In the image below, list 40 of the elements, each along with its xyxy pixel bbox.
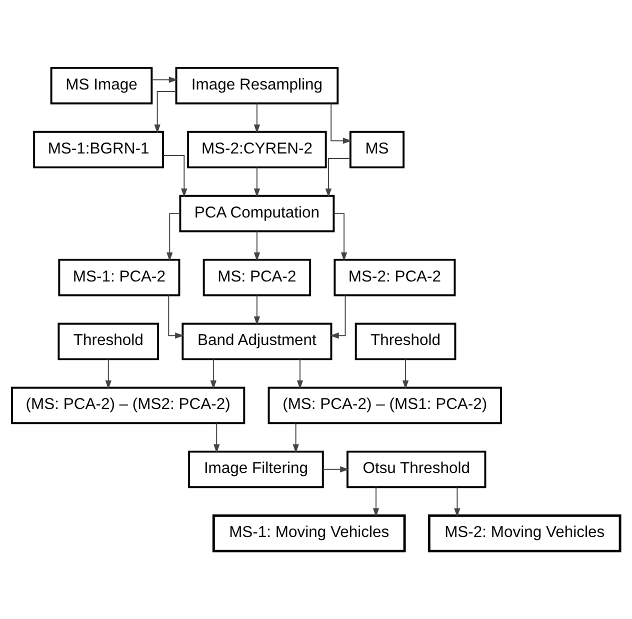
node-box: MS-2: Moving Vehicles <box>428 514 622 552</box>
node-box: MS-1: Moving Vehicles <box>212 514 406 552</box>
node-box: Image Resampling <box>175 66 339 104</box>
arrow <box>296 358 304 390</box>
node-box: MS Image <box>50 66 153 104</box>
arrow <box>292 422 299 454</box>
node-box: MS-2:CYREN-2 <box>187 130 327 168</box>
arrow <box>254 230 260 262</box>
arrow <box>162 155 188 198</box>
node-box: MS <box>349 130 405 168</box>
arrow <box>325 158 351 198</box>
node-box: Image Filtering <box>188 450 324 488</box>
arrow <box>154 91 177 134</box>
arrow <box>214 422 220 454</box>
node-box: Threshold <box>58 322 160 360</box>
arrow <box>330 102 352 144</box>
arrow <box>330 294 346 339</box>
arrow <box>168 294 184 339</box>
arrow <box>333 213 348 262</box>
node-box: MS-2: PCA-2 <box>334 258 456 296</box>
node-box: MS: PCA-2 <box>202 258 312 296</box>
arrow <box>151 76 178 83</box>
node-box: MS-1: PCA-2 <box>58 258 180 296</box>
arrow <box>210 358 217 390</box>
node-box: Band Adjustment <box>182 322 332 360</box>
node-box: Otsu Threshold <box>346 450 486 488</box>
node-box: (MS: PCA-2) – (MS2: PCA-2) <box>10 386 246 424</box>
arrow <box>254 166 260 198</box>
arrow <box>402 358 409 390</box>
arrow <box>254 294 260 326</box>
arrow <box>166 213 180 262</box>
node-box: Threshold <box>354 322 456 360</box>
node-box: PCA Computation <box>179 194 335 232</box>
arrow <box>322 466 349 472</box>
arrow <box>372 486 380 518</box>
arrow <box>454 486 460 518</box>
node-box: MS-1:BGRN-1 <box>33 130 164 168</box>
arrow <box>254 102 260 134</box>
arrow <box>105 358 112 390</box>
node-box: (MS: PCA-2) – (MS1: PCA-2) <box>268 386 502 424</box>
